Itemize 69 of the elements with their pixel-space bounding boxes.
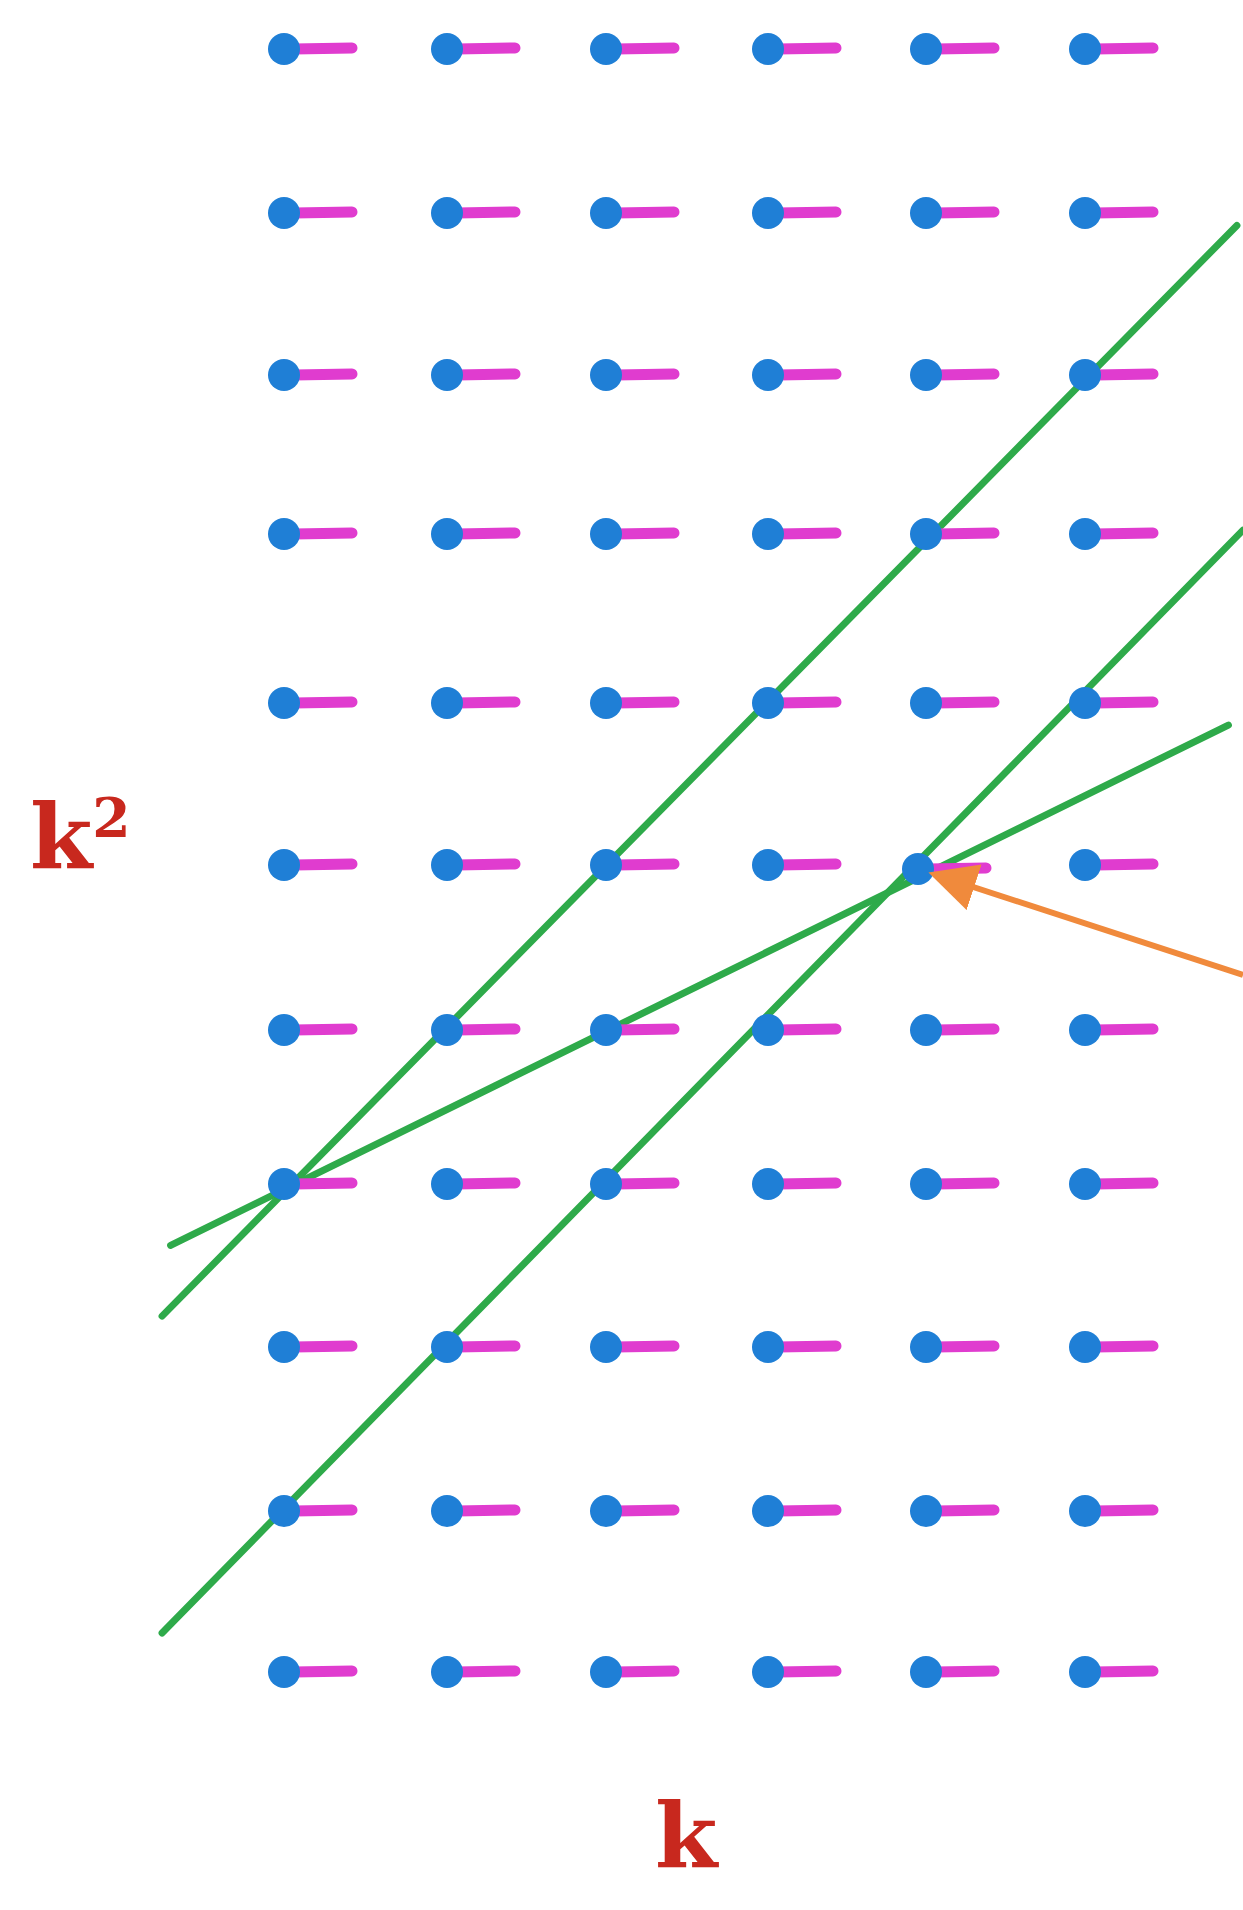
lattice-point [910,1168,1000,1200]
lattice-point [268,518,358,550]
lattice-point [590,33,680,65]
lattice-point [1069,33,1159,65]
lattice-point [752,1656,842,1688]
lattice-point [910,1331,1000,1363]
lattice-point [431,1168,521,1200]
lattice-point [910,197,1000,229]
lattice-point [268,1014,358,1046]
lattice-point [752,1014,842,1046]
arrow [928,864,1243,978]
lattice-point [268,1656,358,1688]
lattice-point [752,687,842,719]
lattice-point [590,687,680,719]
lattice-point [752,849,842,881]
lattice-point [431,1495,521,1527]
lattice-point [431,1014,521,1046]
lattice-point [268,849,358,881]
lattice-point [910,1495,1000,1527]
lattice-point [1069,1168,1159,1200]
lattice-point [268,1495,358,1527]
axis-label: k [655,1790,718,1880]
lattice-point [431,359,521,391]
lattice-point [910,687,1000,719]
lattice-point [431,849,521,881]
lattice-point [910,1014,1000,1046]
lattice-point [752,1495,842,1527]
lattice-point [752,518,842,550]
lattice-point [590,359,680,391]
lattice-point [752,359,842,391]
lattice-point [268,197,358,229]
lattice-point [910,518,1000,550]
lattice-point [590,1656,680,1688]
lattice-point [590,1331,680,1363]
lattice-point [1069,518,1159,550]
lattice-point [431,518,521,550]
lattice-point [752,1331,842,1363]
lattice-point [910,359,1000,391]
lattice-point [590,849,680,881]
lattice-point [1069,687,1159,719]
lattice-point [752,197,842,229]
lattice-point [590,518,680,550]
lattice-point [1069,849,1159,881]
lattice-point [431,687,521,719]
lattice-point [268,33,358,65]
lattice-point [910,1656,1000,1688]
lattice-point [590,1495,680,1527]
lattice-point [902,853,992,885]
lattice-point [431,1331,521,1363]
axis-label: k$^{2}$ [30,790,131,881]
lattice-point [590,1168,680,1200]
lattice-point [268,1331,358,1363]
lattice-point [1069,1331,1159,1363]
lattice-point [268,359,358,391]
lattice-point [431,1656,521,1688]
lattice-point [431,197,521,229]
lattice-point [431,33,521,65]
lattice-point [590,197,680,229]
lattice-point [910,33,1000,65]
lattice-point [752,33,842,65]
lattice-point [268,687,358,719]
lattice-point [1069,1656,1159,1688]
lattice-point [1069,1014,1159,1046]
lattice-point [268,1168,358,1200]
lattice-point [590,1014,680,1046]
lattice-point [1069,359,1159,391]
lattice-point [1069,1495,1159,1527]
lattice-point [1069,197,1159,229]
lattice-point [752,1168,842,1200]
